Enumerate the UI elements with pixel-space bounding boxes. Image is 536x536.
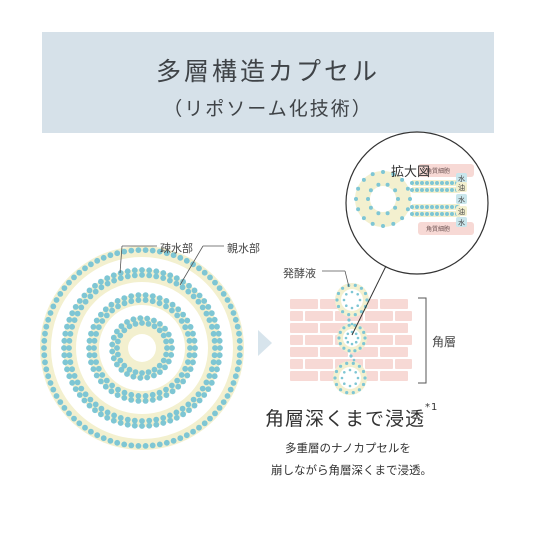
cell-top-label: 角質細胞 bbox=[426, 167, 450, 175]
description-line-2: 崩しながら角層深くまで浸透。 bbox=[271, 463, 432, 477]
stratum-label: 角層 bbox=[432, 335, 457, 349]
oil-tag: 油 bbox=[458, 183, 465, 192]
cell-bottom-label: 角質細胞 bbox=[426, 225, 450, 233]
footnote-mark: *1 bbox=[425, 402, 439, 413]
zoom-connector bbox=[351, 265, 387, 336]
multilayer-liposome bbox=[40, 246, 244, 450]
oil-tag: 油 bbox=[458, 207, 465, 216]
description-line-1: 多重層のナノカプセルを bbox=[285, 441, 411, 455]
ferment-label: 発酵液 bbox=[283, 267, 316, 280]
penetration-heading: 角層深くまで浸透*1 bbox=[265, 402, 439, 431]
stratum-bracket bbox=[418, 297, 427, 384]
penetrating-capsules bbox=[333, 283, 369, 395]
hydrophobic-label: 疎水部 bbox=[160, 242, 193, 255]
arrow-icon bbox=[258, 330, 272, 356]
page-subtitle: （リポソーム化技術） bbox=[163, 98, 373, 120]
page-title: 多層構造カプセル bbox=[155, 57, 380, 86]
zoom-title: 拡大図 bbox=[391, 165, 431, 180]
water-tag: 水 bbox=[458, 174, 465, 183]
hydrophilic-label: 親水部 bbox=[227, 242, 260, 255]
water-tag: 水 bbox=[458, 195, 465, 204]
water-tag: 水 bbox=[458, 218, 465, 227]
heading-text: 角層深くまで浸透 bbox=[265, 408, 426, 430]
title-banner: 多層構造カプセル （リポソーム化技術） bbox=[42, 32, 494, 133]
